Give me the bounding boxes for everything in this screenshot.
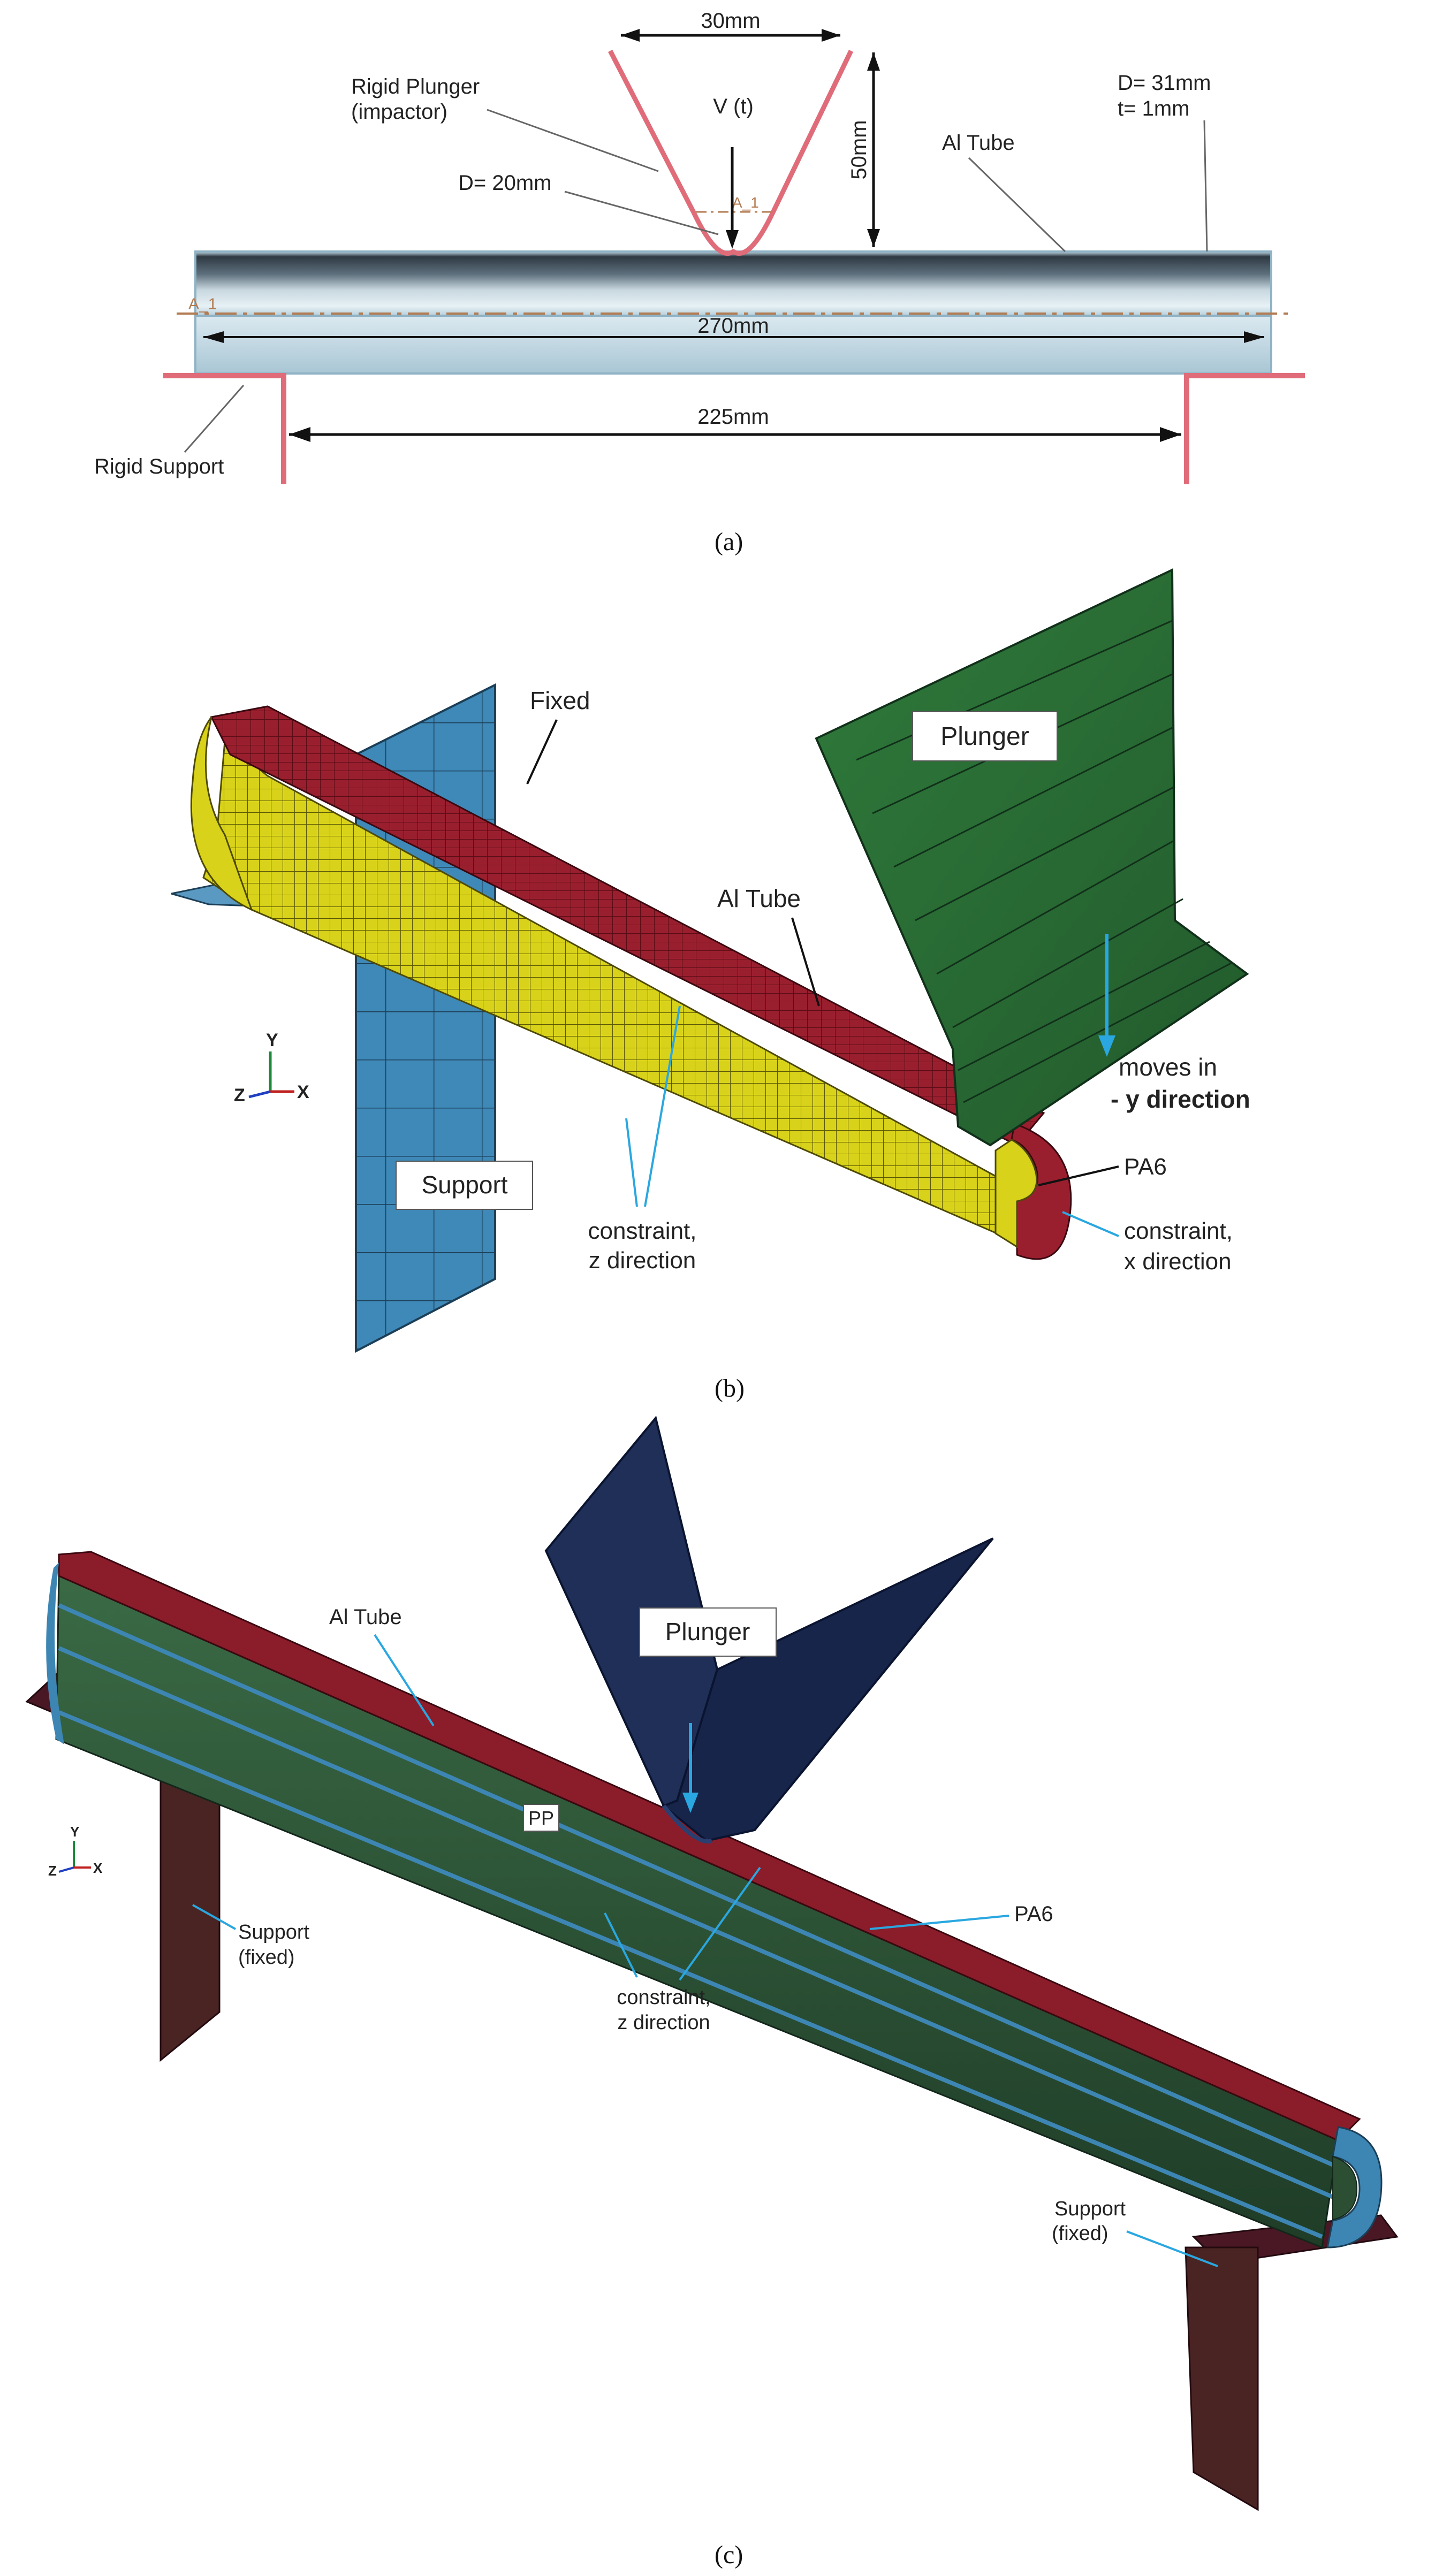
support-right-c: [1185, 2246, 1259, 2511]
rigid-plunger-outline: [608, 49, 854, 256]
support-label-b: Support: [421, 1171, 507, 1199]
svg-text:Z: Z: [234, 1085, 245, 1106]
moves-label-line2: - y direction: [1111, 1085, 1250, 1113]
panel-a: A_1 A_1 30mm 50mm V (t) Rigid Plunger (i…: [94, 9, 1305, 556]
pp-label: PP: [528, 1807, 554, 1829]
dim-height: 50mm: [847, 120, 871, 179]
plunger-label-box-c: [639, 1607, 777, 1657]
svg-text:X: X: [93, 1860, 103, 1876]
dim-plunger-width: 30mm: [701, 9, 760, 33]
support-left-label-2: (fixed): [238, 1946, 295, 1969]
rigid-support-right: [1184, 373, 1305, 484]
tube-diameter-label: D= 31mm: [1118, 71, 1211, 95]
support-left-label-1: Support: [238, 1921, 310, 1944]
axis-triad-c: Y X Z: [48, 1824, 103, 1879]
constraint-x-line1-b: constraint,: [1124, 1218, 1233, 1244]
pa6-label-b: PA6: [1124, 1154, 1167, 1180]
span-length-label: 225mm: [697, 405, 769, 429]
plunger-label-line2: (impactor): [351, 100, 447, 124]
plunger-label-b: Plunger: [940, 722, 1029, 751]
caption-c: (c): [715, 2541, 743, 2569]
section-marker-left: A_1: [188, 295, 217, 313]
axis-triad-b: Y X Z: [234, 1030, 309, 1106]
constraint-z-line1-b: constraint,: [588, 1218, 697, 1244]
pp-label-box: [523, 1804, 559, 1832]
al-tube-label-c: Al Tube: [329, 1605, 402, 1629]
tube-thickness-label: t= 1mm: [1118, 97, 1189, 120]
plunger-label-box-b: [912, 711, 1058, 761]
support-label: Rigid Support: [94, 455, 224, 478]
panel-c: Plunger Al Tube PP Support (fixed) PA6 c…: [25, 1415, 1399, 2569]
al-tube-label-b: Al Tube: [717, 885, 801, 912]
constraint-z-line2-c: z direction: [617, 2011, 710, 2034]
pa6-label-c: PA6: [1014, 1902, 1053, 1926]
constraint-z-line1-c: constraint,: [617, 1986, 710, 2009]
support-right-label-2: (fixed): [1052, 2222, 1108, 2245]
tube-label: Al Tube: [942, 131, 1015, 155]
constraint-x-line2-b: x direction: [1124, 1248, 1232, 1275]
support-label-box-b: [396, 1161, 533, 1210]
svg-text:Y: Y: [70, 1824, 79, 1840]
constraint-z-line2-b: z direction: [589, 1247, 696, 1274]
tube-end-right-c: [1326, 2126, 1383, 2249]
panel-b: Plunger moves in - y direction Fixed Al …: [171, 568, 1250, 1403]
al-tube-lower: [194, 315, 1272, 375]
rigid-support-left: [163, 373, 286, 484]
plunger-label-line1: Rigid Plunger: [351, 75, 480, 98]
velocity-label: V (t): [713, 95, 754, 118]
svg-text:Y: Y: [266, 1030, 278, 1050]
caption-a: (a): [715, 528, 743, 556]
svg-text:X: X: [297, 1082, 309, 1102]
al-tube-body: [194, 250, 1272, 317]
tip-diameter-label: D= 20mm: [458, 171, 552, 195]
fixed-label: Fixed: [530, 687, 590, 714]
al-tube-top-shell: [210, 705, 1045, 1146]
moves-label-line1: moves in: [1119, 1053, 1217, 1081]
caption-b: (b): [715, 1374, 745, 1403]
section-marker-top: A_1: [732, 194, 759, 211]
support-right-label-1: Support: [1054, 2198, 1126, 2220]
svg-text:Z: Z: [48, 1863, 57, 1879]
plunger-label-c: Plunger: [665, 1618, 750, 1645]
tube-length-label: 270mm: [697, 314, 769, 338]
tube-end-cap: [1011, 1122, 1072, 1260]
